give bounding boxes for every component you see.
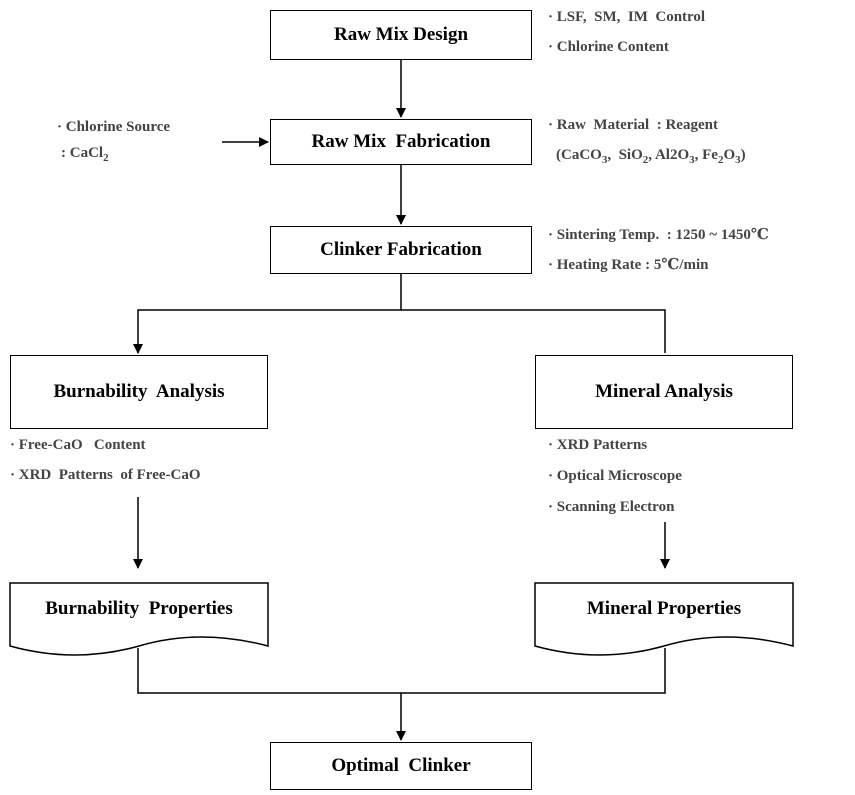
mineral-properties-box: Mineral Properties bbox=[535, 583, 793, 635]
burnability-analysis-box: Burnability Analysis bbox=[10, 355, 268, 429]
clinker-fabrication-box: Clinker Fabrication bbox=[270, 226, 532, 274]
sub-cl2: 2 bbox=[103, 152, 109, 164]
note-cacl2-text: : CaCl bbox=[61, 145, 104, 161]
optimal-clinker-label: Optimal Clinker bbox=[331, 755, 471, 776]
note-free-cao-content: · Free-CaO Content bbox=[10, 437, 146, 453]
branch-clinker-split-right bbox=[401, 309, 666, 353]
note-xrd-free-cao: · XRD Patterns of Free-CaO bbox=[10, 467, 201, 483]
mineral-analysis-label: Mineral Analysis bbox=[595, 381, 733, 402]
chlorine-source-notes: · Chlorine Source : CaCl2 bbox=[57, 114, 170, 171]
sub-al2o3: 3 bbox=[689, 154, 695, 166]
formula-al: , Al2O bbox=[648, 147, 690, 163]
formula-close: ) bbox=[740, 147, 746, 163]
note-raw-material: · Raw Material : Reagent bbox=[548, 117, 718, 133]
note-cacl2: : CaCl2 bbox=[57, 140, 170, 171]
burnability-analysis-label: Burnability Analysis bbox=[53, 381, 225, 402]
note-optical-microscope: · Optical Microscope bbox=[548, 468, 682, 484]
raw-mix-design-label: Raw Mix Design bbox=[333, 24, 469, 45]
note-chlorine-content: · Chlorine Content bbox=[548, 39, 669, 55]
formula-sio: , SiO bbox=[607, 147, 643, 163]
raw-material-notes: · Raw Material : Reagent (CaCO3, SiO2, A… bbox=[548, 110, 746, 175]
sub-fe2: 2 bbox=[717, 154, 724, 166]
note-reagent-formula: (CaCO3, SiO2, Al2O3, Fe2O3) bbox=[548, 140, 746, 175]
burnability-notes: · Free-CaO Content · XRD Patterns of Fre… bbox=[10, 430, 201, 490]
note-chlorine-source: · Chlorine Source bbox=[57, 119, 171, 135]
sub-caco3: 3 bbox=[601, 154, 608, 166]
mineral-properties-doc-shape bbox=[534, 582, 794, 656]
burnability-properties-box: Burnability Properties bbox=[10, 583, 268, 635]
note-xrd-patterns: · XRD Patterns bbox=[548, 437, 648, 453]
burnability-properties-label: Burnability Properties bbox=[45, 598, 233, 619]
mineral-notes: · XRD Patterns · Optical Microscope · Sc… bbox=[548, 430, 682, 523]
note-lsf-control: · LSF, SM, IM Control bbox=[548, 9, 706, 25]
sub-sio2: 2 bbox=[642, 154, 649, 166]
note-sintering-temp: · Sintering Temp. : 1250 ~ 1450℃ bbox=[548, 227, 769, 243]
mineral-analysis-box: Mineral Analysis bbox=[535, 355, 793, 429]
note-heating-rate: · Heating Rate : 5℃/min bbox=[548, 257, 709, 273]
note-scanning-electron: · Scanning Electron bbox=[548, 499, 675, 515]
burnability-properties-doc-shape bbox=[9, 582, 269, 656]
optimal-clinker-box: Optimal Clinker bbox=[270, 742, 532, 790]
raw-mix-fabrication-box: Raw Mix Fabrication bbox=[270, 119, 532, 165]
design-notes: · LSF, SM, IM Control · Chlorine Content bbox=[548, 2, 705, 62]
raw-mix-fabrication-label: Raw Mix Fabrication bbox=[311, 131, 491, 152]
sub-o3: 3 bbox=[735, 154, 741, 166]
formula-open: (CaCO bbox=[556, 147, 602, 163]
sintering-notes: · Sintering Temp. : 1250 ~ 1450℃ · Heati… bbox=[548, 220, 769, 280]
formula-fe: , Fe bbox=[694, 147, 718, 163]
mineral-properties-label: Mineral Properties bbox=[586, 598, 742, 619]
branch-clinker-split bbox=[133, 274, 402, 354]
formula-o: O bbox=[723, 147, 736, 163]
clinker-fabrication-label: Clinker Fabrication bbox=[320, 239, 482, 260]
raw-mix-design-box: Raw Mix Design bbox=[270, 10, 532, 60]
